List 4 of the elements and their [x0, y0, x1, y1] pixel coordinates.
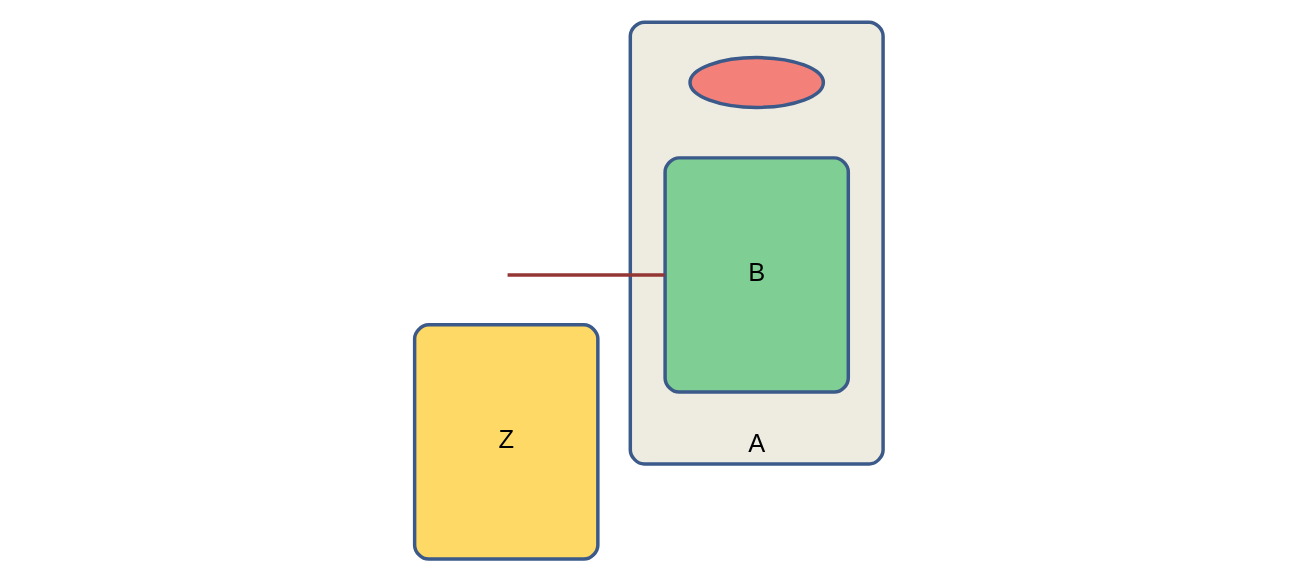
node-box: Z — [412, 323, 600, 561]
connector — [507, 273, 665, 277]
node-box: B — [662, 156, 850, 394]
node-ellipse — [687, 55, 825, 110]
